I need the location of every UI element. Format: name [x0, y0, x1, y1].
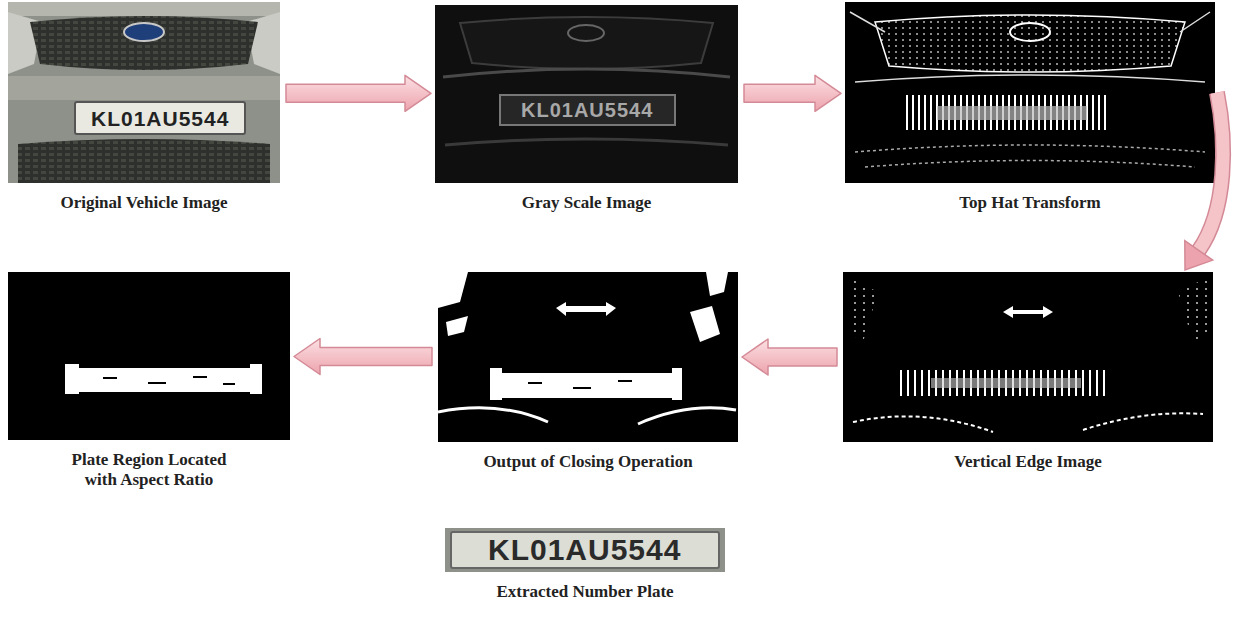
flow-arrow — [1185, 93, 1223, 271]
illustration-part — [618, 380, 632, 382]
vertical-edge-image — [843, 272, 1213, 442]
flow-arrow-outline — [1199, 93, 1223, 251]
illustration-part — [1003, 306, 1053, 318]
illustration-part — [690, 272, 728, 342]
illustration-part — [853, 413, 1203, 432]
panel-caption: Output of Closing Operation — [438, 452, 738, 472]
illustration-part — [937, 106, 1087, 120]
image-panel: Output of Closing Operation — [438, 272, 738, 472]
illustration-part — [843, 272, 1213, 442]
flow-arrow-body — [742, 339, 837, 375]
illustration-part — [438, 272, 468, 308]
flow-arrow-body — [294, 339, 432, 375]
illustration-part — [850, 12, 1210, 82]
plate-number: KL01AU5544 — [521, 100, 653, 120]
illustration-part — [148, 382, 166, 384]
image-panel: Vertical Edge Image — [843, 272, 1213, 472]
plate-number: KL01AU5544 — [91, 108, 229, 129]
image-panel: Plate Region Located with Aspect Ratio — [8, 272, 290, 490]
panel-caption: Extracted Number Plate — [445, 582, 725, 602]
illustration-part — [490, 373, 682, 398]
illustration-part — [445, 139, 728, 145]
illustration-part — [438, 272, 738, 442]
illustration-part — [223, 383, 235, 385]
illustration-part — [845, 2, 1215, 183]
flow-arrow-body — [286, 75, 431, 111]
plate-number: KL01AU5544 — [488, 535, 681, 565]
panel-caption: Vertical Edge Image — [843, 452, 1213, 472]
illustration-part — [250, 364, 262, 394]
flow-arrow — [294, 339, 432, 375]
illustration-part — [460, 17, 713, 69]
illustration-part — [528, 382, 542, 384]
illustration-part — [500, 95, 675, 125]
image-panel: Top Hat Transform — [845, 2, 1215, 213]
illustration-part — [65, 368, 262, 392]
panel-caption: Top Hat Transform — [845, 193, 1215, 213]
flow-arrow-head — [1185, 241, 1213, 270]
illustration-part — [8, 2, 280, 16]
illustration-part — [443, 69, 730, 77]
illustration-part — [898, 370, 1110, 396]
illustration-part — [8, 76, 280, 100]
illustration-part — [30, 16, 258, 70]
illustration-part — [103, 377, 117, 379]
flow-arrow — [286, 75, 431, 111]
plate-region-mask — [8, 272, 290, 440]
illustration-part — [672, 368, 682, 400]
illustration-part — [75, 102, 245, 134]
flow-arrow — [742, 339, 837, 375]
flow-arrow-body — [1199, 93, 1223, 251]
illustration-part — [124, 23, 164, 41]
tophat-image — [845, 2, 1215, 183]
panel-caption: Plate Region Located with Aspect Ratio — [57, 450, 242, 490]
illustration-part — [875, 15, 1185, 72]
panel-caption: Gray Scale Image — [435, 193, 738, 213]
flow-arrow-body — [744, 75, 841, 111]
illustration-part — [8, 272, 290, 440]
illustration-part — [855, 145, 1205, 167]
illustration-part — [568, 25, 604, 41]
illustration-part — [931, 378, 1081, 388]
illustration-part — [446, 316, 468, 336]
illustration-part — [1010, 23, 1050, 41]
illustration-part — [451, 532, 719, 568]
illustration-part — [573, 387, 591, 389]
illustration-part — [556, 302, 616, 316]
illustration-part — [445, 528, 725, 572]
grayscale-photo — [435, 5, 738, 183]
flow-arrow — [744, 75, 841, 111]
illustration-part — [848, 277, 878, 342]
illustration-part — [435, 5, 738, 183]
closing-image — [438, 272, 738, 442]
illustration-part — [65, 364, 79, 394]
illustration-part — [490, 368, 502, 400]
illustration-part — [193, 376, 207, 378]
vehicle-photo — [8, 2, 280, 183]
illustration-part — [905, 95, 1110, 130]
illustration-part — [18, 139, 270, 183]
illustration-part — [8, 2, 280, 183]
panel-caption: Original Vehicle Image — [8, 193, 280, 213]
illustration-part — [1178, 277, 1208, 342]
illustration-part — [438, 408, 736, 424]
